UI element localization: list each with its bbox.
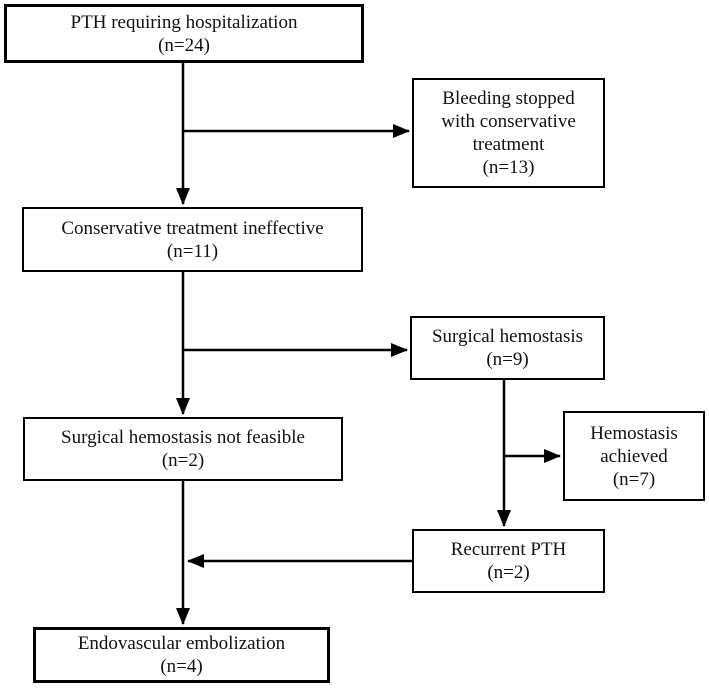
box-count: (n=24) bbox=[158, 34, 210, 56]
box-label: Hemostasis achieved bbox=[590, 422, 678, 467]
box-count: (n=11) bbox=[166, 240, 219, 262]
box-label: Recurrent PTH bbox=[450, 539, 567, 560]
box-label: Surgical hemostasis bbox=[431, 326, 584, 347]
box-count: (n=7) bbox=[612, 468, 656, 490]
box-label: Endovascular embolization bbox=[77, 633, 286, 654]
box-count: (n=4) bbox=[160, 656, 203, 677]
box-surgical-hemostasis: Surgical hemostasis (n=9) bbox=[410, 316, 605, 380]
box-count: (n=2) bbox=[161, 450, 205, 471]
box-label: Bleeding stopped with conservative treat… bbox=[441, 88, 576, 155]
box-label: Surgical hemostasis not feasible bbox=[61, 427, 305, 448]
box-label: Conservative treatment ineffective bbox=[61, 217, 324, 239]
box-conservative-ineffective: Conservative treatment ineffective (n=11… bbox=[22, 207, 363, 272]
box-recurrent-pth: Recurrent PTH (n=2) bbox=[412, 529, 605, 593]
box-endovascular-embolization: Endovascular embolization (n=4) bbox=[33, 627, 330, 683]
box-pth-hospitalization: PTH requiring hospitalization (n=24) bbox=[4, 4, 364, 63]
box-count: (n=9) bbox=[486, 349, 529, 370]
box-surgical-not-feasible: Surgical hemostasis not feasible (n=2) bbox=[23, 417, 343, 481]
box-hemostasis-achieved: Hemostasis achieved (n=7) bbox=[563, 411, 705, 501]
box-label: PTH requiring hospitalization bbox=[70, 11, 298, 33]
box-bleeding-stopped-conservative: Bleeding stopped with conservative treat… bbox=[412, 78, 605, 188]
box-count: (n=13) bbox=[482, 157, 535, 178]
box-count: (n=2) bbox=[487, 562, 530, 583]
